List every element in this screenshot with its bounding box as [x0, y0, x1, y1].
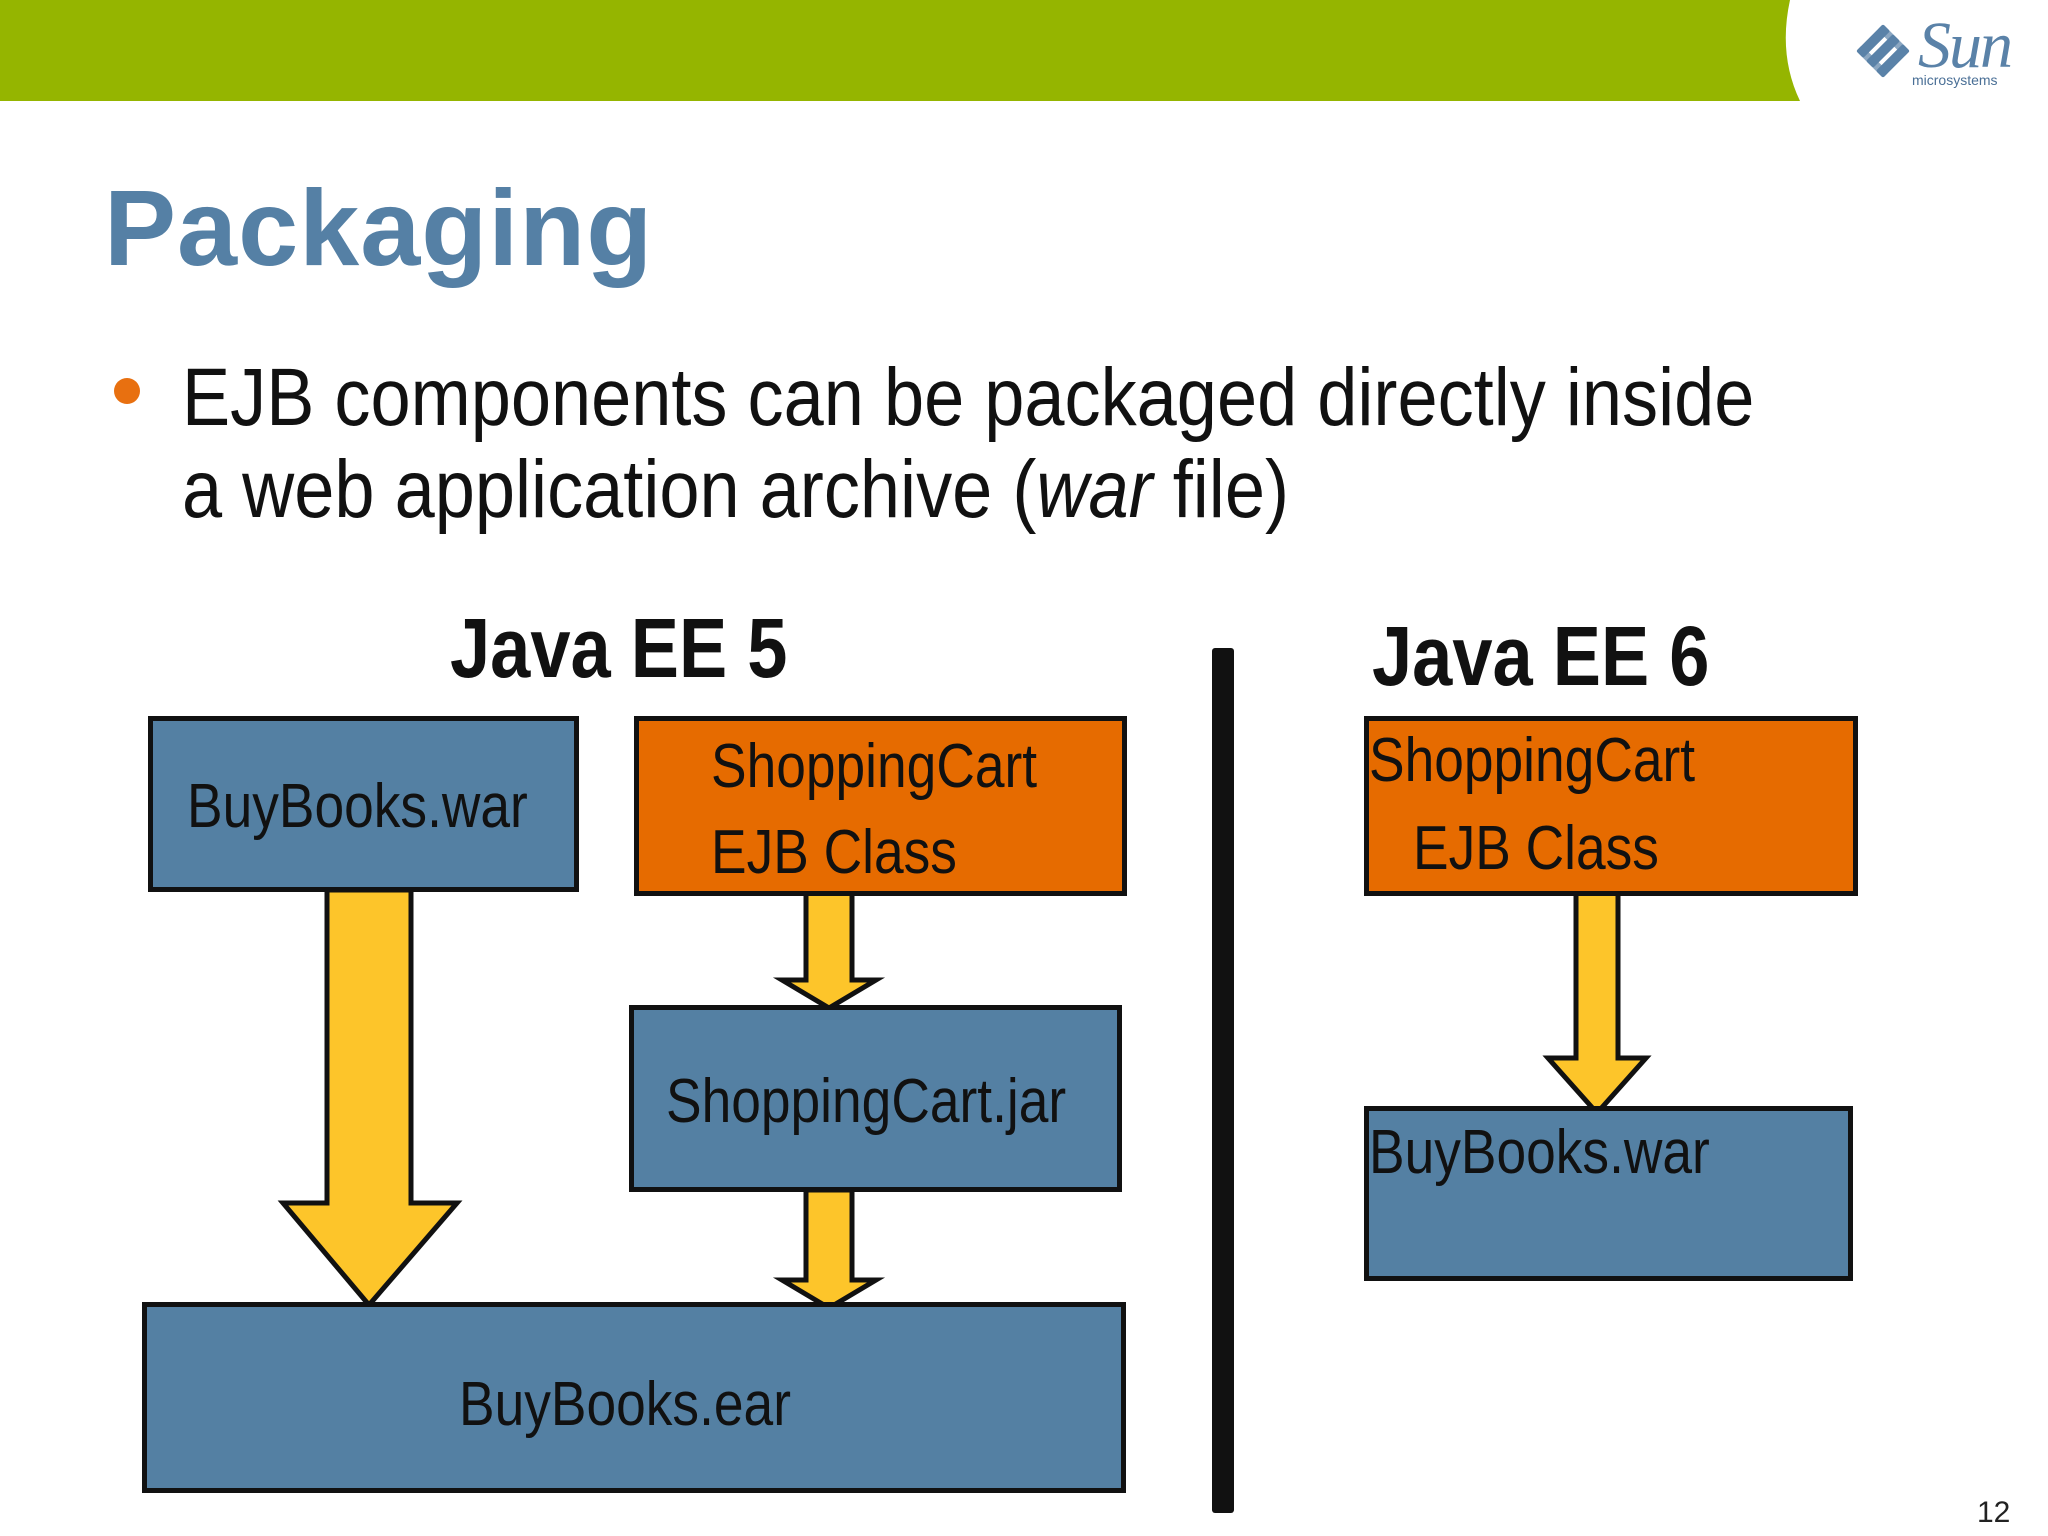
page-number: 12	[1977, 1496, 2011, 1529]
slide-title: Packaging	[104, 167, 654, 288]
arrow-ejb-to-war-ee6	[1542, 890, 1652, 1117]
box-buybooks-ear: BuyBooks.ear	[142, 1302, 1126, 1493]
sun-logo-icon	[1856, 24, 1910, 78]
label-ejb-line2: EJB Class	[711, 818, 957, 887]
box-shoppingcart-ejb-ee6: ShoppingCart EJB Class	[1364, 716, 1858, 896]
box-shoppingcart-jar: ShoppingCart.jar	[629, 1005, 1122, 1192]
label-shoppingcart-jar: ShoppingCart.jar	[666, 1067, 1067, 1136]
heading-java-ee-5: Java EE 5	[450, 601, 788, 695]
bullet-text-start: EJB components can be packaged directly …	[182, 352, 1755, 535]
arrow-war-to-ear	[277, 887, 463, 1309]
label-ejb6-line1: ShoppingCart	[1369, 726, 1696, 795]
bullet-dot	[114, 378, 140, 404]
box-buybooks-war: BuyBooks.war	[148, 716, 579, 892]
bullet-text-italic: war	[1036, 444, 1153, 535]
box-buybooks-war-ee6: BuyBooks.war	[1364, 1106, 1853, 1281]
arrow-ejb-to-jar	[772, 890, 886, 1011]
label-buybooks-war: BuyBooks.war	[187, 772, 528, 841]
vertical-divider	[1212, 648, 1234, 1513]
label-buybooks-ear: BuyBooks.ear	[459, 1370, 791, 1439]
bullet-text: EJB components can be packaged directly …	[182, 352, 1766, 536]
sun-logo: Sun microsystems	[1850, 9, 2030, 96]
header-bar	[0, 0, 1800, 101]
bullet-text-end: file)	[1152, 444, 1289, 535]
box-shoppingcart-ejb-ee5: ShoppingCart EJB Class	[634, 716, 1127, 896]
arrow-jar-to-ear	[772, 1187, 886, 1311]
logo-subtitle: microsystems	[1912, 72, 1998, 88]
label-ejb-line1: ShoppingCart	[711, 732, 1038, 801]
label-ejb6-line2: EJB Class	[1413, 814, 1659, 883]
heading-java-ee-6: Java EE 6	[1372, 609, 1710, 703]
logo-wordmark: Sun	[1918, 9, 2013, 82]
label-buybooks-war-ee6: BuyBooks.war	[1369, 1118, 1710, 1187]
